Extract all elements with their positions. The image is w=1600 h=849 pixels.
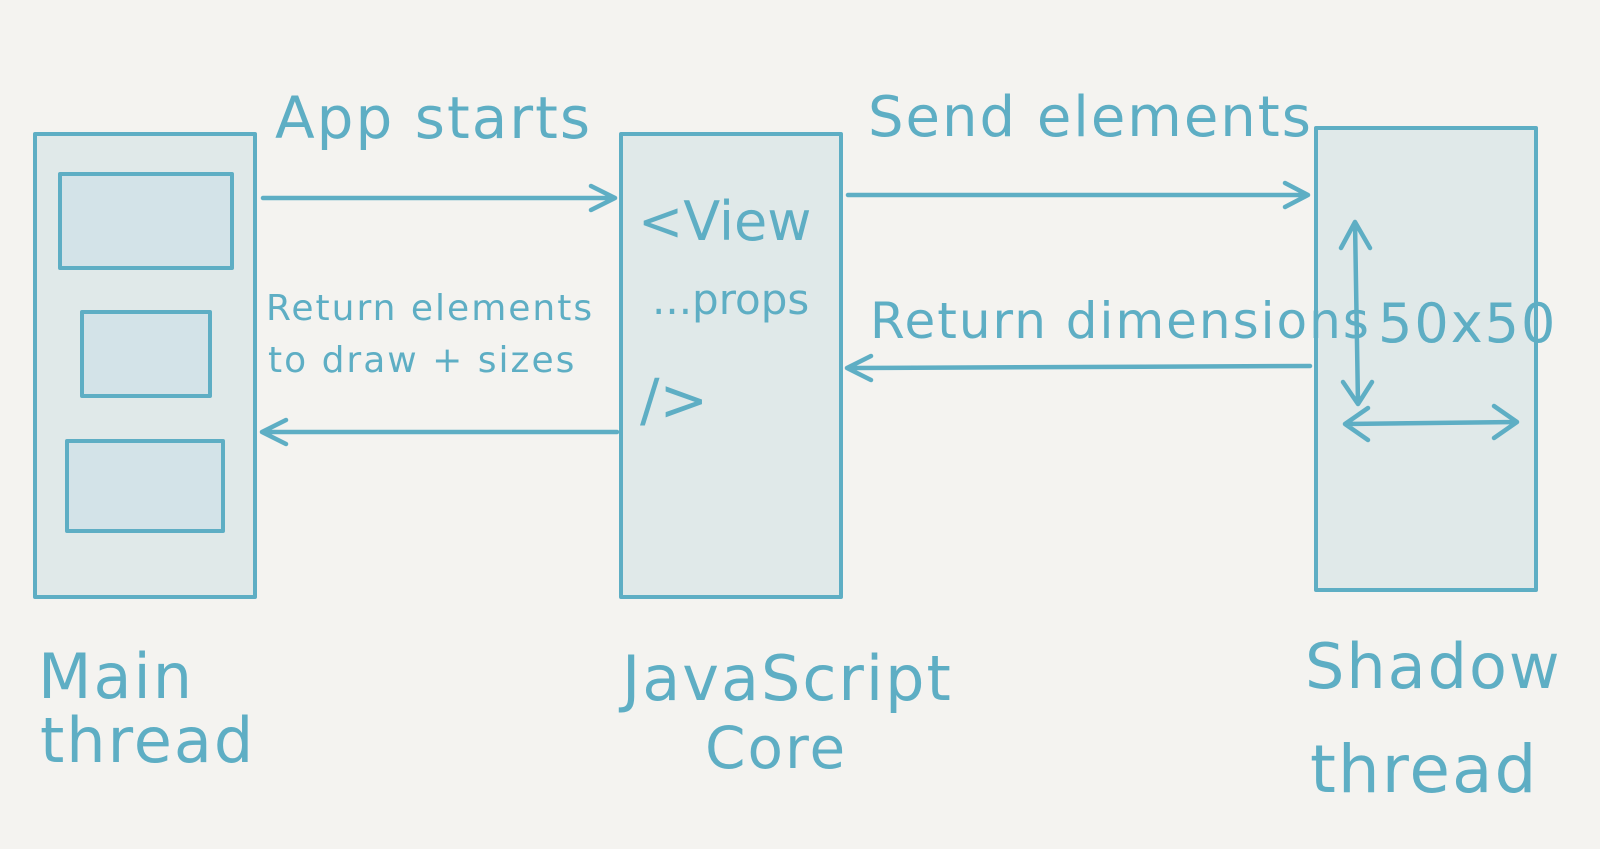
return-dimensions-arrow bbox=[844, 353, 1313, 383]
javascript-core-title-line1: JavaScript bbox=[618, 642, 953, 715]
code-view-open: <View bbox=[638, 190, 811, 253]
return-elements-label-line1: Return elements bbox=[266, 288, 594, 329]
return-dimensions-label: Return dimensions bbox=[870, 292, 1371, 350]
ui-element-3 bbox=[65, 439, 225, 533]
app-starts-label: App starts bbox=[275, 84, 592, 152]
horizontal-dimension-arrow bbox=[1342, 403, 1520, 443]
javascript-core-title-line2: Core bbox=[705, 714, 847, 782]
shadow-thread-title-line2: thread bbox=[1310, 731, 1538, 808]
ui-element-2 bbox=[80, 310, 212, 398]
app-starts-arrow bbox=[260, 183, 618, 213]
send-elements-arrow bbox=[845, 180, 1311, 210]
main-thread-box bbox=[33, 132, 257, 599]
javascript-core-box: <View ...props /> bbox=[619, 132, 843, 599]
main-thread-title-line2: thread bbox=[40, 704, 255, 777]
main-thread-title-line1: Main bbox=[38, 640, 194, 713]
size-label: 50x50 bbox=[1378, 292, 1557, 355]
send-elements-label: Send elements bbox=[868, 85, 1313, 150]
ui-element-1 bbox=[58, 172, 234, 270]
return-elements-label-line2: to draw + sizes bbox=[268, 340, 576, 381]
vertical-dimension-arrow bbox=[1338, 219, 1375, 407]
shadow-thread-title-line1: Shadow bbox=[1305, 630, 1562, 703]
return-elements-arrow bbox=[259, 417, 620, 447]
code-close: /> bbox=[640, 366, 708, 434]
code-props: ...props bbox=[652, 275, 809, 324]
shadow-thread-box: 50x50 bbox=[1314, 126, 1557, 592]
